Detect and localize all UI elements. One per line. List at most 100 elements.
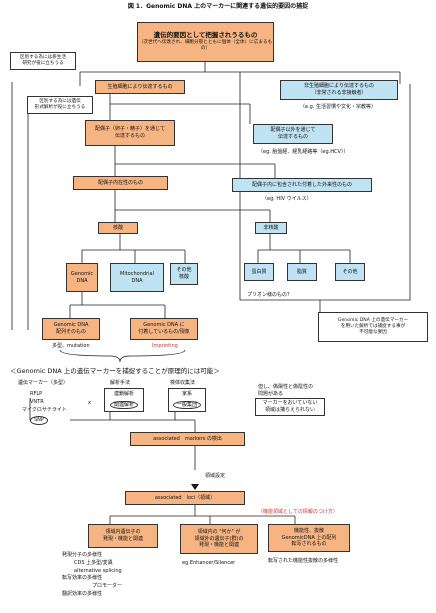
box-line: 配偶子（卵子・精子）を通じて (94, 126, 165, 133)
box-intrinsic: 配偶子内在性のもの (73, 176, 168, 190)
box-non-germline: 生殖細胞により伝達するもの (95, 80, 185, 94)
list-item: 転写効率の多様性 (62, 575, 103, 582)
note-line: 区別する為には系生活 (20, 54, 66, 60)
box-gamete-sub: 配偶子以外を通じて 伝達するもの (253, 124, 333, 144)
box-assoc-loci: associated loci（領域） (125, 491, 245, 505)
note-line: を用いた解析では捕捉する事が (340, 323, 406, 329)
top-box-title: 遺伝的要因として把握されうるもの (153, 31, 258, 40)
box-line: 伝達するもの (277, 134, 308, 140)
seq-eg: 多型、mutation (52, 343, 90, 349)
caveat-1: 但し、偽陽性と偽陰性の 問題がある (258, 384, 313, 398)
box-seq: Genomic DNA 配列そのもの (42, 318, 100, 340)
box-gamete: 配偶子（卵子・精子）を通じて 伝達するもの (85, 120, 175, 146)
note-line: 区別する為には遺伝 (39, 98, 81, 104)
note-right: Genomic DNA 上の遺伝マーカー を用いた解析では捕捉する事が 不可能な… (318, 312, 428, 342)
marker-mark: x (88, 400, 91, 406)
bottom-1-list: 発現分子の多様性 CDS 上多型/変異 alternative splicing… (62, 552, 122, 599)
box-assoc-markers: associated markers の検出 (130, 432, 245, 446)
bottom-2-note: eg.Enhancer/Silencer (182, 560, 236, 566)
box-line: 領域内遺伝子の (105, 529, 141, 536)
box-line: 配偶子以外を通じて (270, 127, 316, 134)
box-line: 発現・機能と関連 (102, 536, 143, 542)
box-protein: 蛋白質 (244, 263, 274, 281)
caveat-2: マーカーをおいていない 領域は捕らえられない (255, 398, 325, 416)
box-line: 核酸 (178, 274, 189, 280)
list-item: CDS 上多型/変異 (74, 559, 113, 566)
top-box: 遺伝的要因として把握されうるもの （次世代へ伝達され、細胞分裂とともに個体（全体… (137, 22, 274, 62)
extrinsic-eg: （eg. HIV ウイルス） (262, 196, 312, 202)
box-line: 発現・機能と関連 (198, 542, 239, 549)
sample-box: 家系 一般集団 (168, 388, 206, 412)
figure-title: 図 1．Genomic DNA 上のマーカーに関連する遺伝的要因の捕捉 (127, 3, 309, 10)
method-label: 解析手法 (110, 380, 131, 386)
sample-oval: 一般集団 (172, 400, 201, 410)
box-other1: その他 核酸 (170, 263, 198, 285)
box-other2: その他 (335, 263, 365, 281)
caveat-line: マーカーをおいていない (262, 400, 318, 407)
list-item: 発現分子の多様性 (62, 552, 103, 558)
method-item-selected: 関連解析 (109, 400, 138, 410)
caveat-line: 領域は捕らえられない (264, 407, 315, 413)
box-line: 非生殖細胞により伝達するもの (304, 83, 374, 90)
method-item: 連鎖解析 (113, 390, 134, 397)
note-line: 形式解析が役に立ちうる (34, 105, 86, 110)
top-box-subtitle: （次世代へ伝達され、細胞分裂とともに個体（全体）に広まるもの） (138, 40, 273, 52)
note-line: 研究が役に立ちうる (22, 61, 64, 66)
box-bottom-1: 領域内遺伝子の 発現・機能と関連 (88, 524, 158, 548)
list-item: alternative splicing (74, 567, 122, 574)
box-extrinsic: 配偶子内に包含された付着した外来性のもの (232, 178, 372, 192)
method-oval: 関連解析 (109, 400, 138, 410)
prion-note: プリオン様のもの？ (247, 292, 293, 298)
markers-label: 遺伝マーカー（多型） (18, 380, 69, 386)
box-line: その他 (176, 267, 192, 274)
func-note: （機能領域としての情報のつけ方） (258, 509, 338, 515)
box-line: 配列そのもの (55, 329, 86, 335)
box-line: 付着しているもの/現象 (138, 329, 190, 335)
marker-item-snp: SNP (30, 416, 48, 425)
box-line: DNA (76, 277, 88, 284)
box-line: Genomic DNA (53, 322, 89, 329)
marker-item: マイクロサテライト (22, 407, 67, 413)
box-line: DNA (131, 277, 143, 284)
box-line: 領域外の遺伝子(群)の (194, 535, 244, 542)
principle-heading: ＜Genomic DNA 上の遺伝マーカーを捕捉することが原理的には可能＞ (10, 367, 220, 375)
marker-item: RFLP (30, 391, 43, 397)
sample-item-selected: 一般集団 (172, 400, 201, 410)
box-line: 伝達するもの (114, 133, 145, 139)
note-difficult: 区別する為には系生活 研究が役に立ちうる (10, 52, 76, 70)
box-germline-nonbio: 非生殖細胞により伝達するもの （非常される非接触者） (280, 80, 398, 100)
box-nucleic2: 非核酸 (255, 222, 287, 234)
caveat-line: 問題がある (258, 390, 284, 397)
box-line: （非常される非接触者） (311, 90, 367, 96)
germline-nonbio-eg: （e.g. 生活習慣や文化・宗教等） (300, 104, 377, 110)
note-line: 不可能な要因 (359, 330, 387, 336)
box-mito: Mitochondrial DNA (110, 263, 164, 292)
caveat-line: 但し、偽陽性と偽陰性の (258, 384, 314, 390)
box-line: 領域内の "何か" が (197, 528, 241, 535)
bottom-3-note: 転写された機能性抜散の多様性 (268, 558, 339, 564)
box-line: 機能性、抜散 (293, 527, 324, 534)
list-item: プロモーター (92, 583, 123, 589)
region-label: 領域設定 (205, 473, 226, 479)
method-box: 連鎖解析 関連解析 (104, 388, 144, 412)
box-line: Genomic DNA に (143, 322, 185, 329)
list-item: 翻訳効率の多様性 (62, 590, 103, 597)
box-genomic: Genomic DNA (66, 263, 98, 292)
gamete-sub-eg: （eg. 胎盤経、経乳経路等（eg.HCV）） (258, 149, 349, 155)
note-line: Genomic DNA 上の遺伝マーカー (337, 317, 409, 323)
box-line: GenomicDNA 上の配列 (281, 534, 337, 541)
box-lipid: 脂質 (287, 263, 317, 281)
sample-item: 家系 (181, 390, 192, 397)
box-line: 転写されるもの (291, 541, 327, 548)
marker-item: VNTR (30, 399, 44, 405)
box-bottom-3: 機能性、抜散 GenomicDNA 上の配列 転写されるもの (268, 524, 350, 552)
attached-eg: Imprinting (152, 343, 178, 349)
box-nucleic: 核酸 (98, 222, 138, 234)
box-line: Mitochondrial (120, 270, 154, 277)
sample-label: 検体収集法 (170, 380, 196, 386)
box-line: Genomic (70, 270, 94, 277)
box-attached: Genomic DNA に 付着しているもの/現象 (130, 318, 198, 340)
snp-oval: SNP (30, 416, 48, 425)
box-bottom-2: 領域内の "何か" が 領域外の遺伝子(群)の 発現・機能と関連 (180, 524, 258, 554)
